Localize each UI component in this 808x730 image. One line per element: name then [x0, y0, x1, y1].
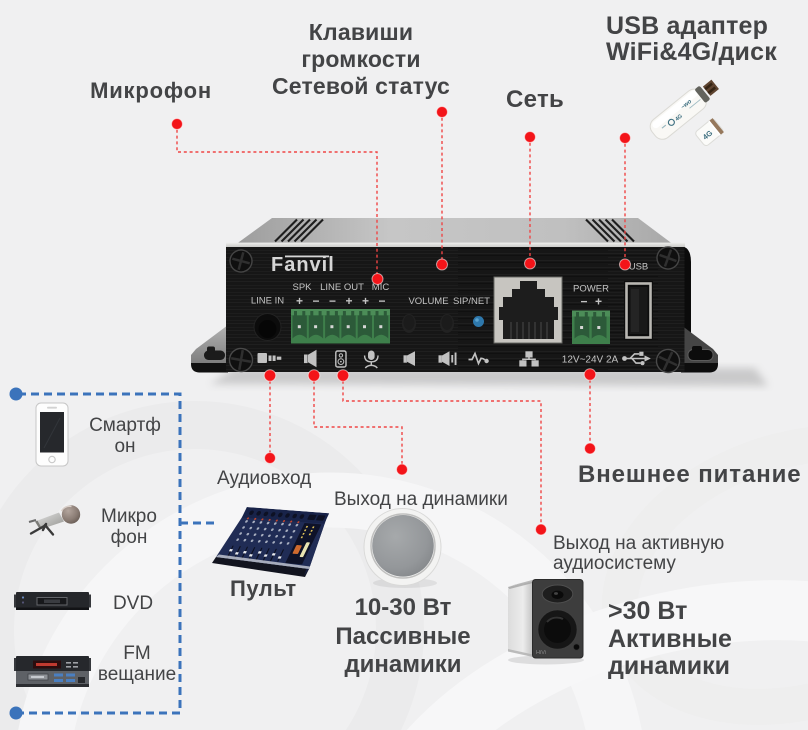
svg-text:SIP/NET: SIP/NET — [453, 296, 490, 307]
svg-text:−: − — [329, 294, 336, 308]
svg-text:VOLUME: VOLUME — [408, 296, 448, 307]
svg-text:Fanvil: Fanvil — [271, 254, 335, 276]
svg-text:LINE IN: LINE IN — [251, 296, 284, 307]
svg-text:−: − — [378, 294, 385, 308]
svg-text:USB: USB — [629, 262, 649, 273]
svg-text:POWER: POWER — [573, 284, 609, 295]
svg-text:−: − — [580, 295, 587, 309]
svg-text:MIC: MIC — [372, 282, 390, 293]
svg-text:12V~24V 2A: 12V~24V 2A — [562, 355, 619, 366]
svg-text:SPK: SPK — [292, 282, 312, 293]
svg-text:+: + — [345, 294, 352, 308]
svg-text:−: − — [312, 294, 319, 308]
svg-text:LINE OUT: LINE OUT — [320, 282, 364, 293]
svg-text:+: + — [595, 295, 602, 309]
svg-text:HiVi: HiVi — [536, 650, 546, 656]
svg-text:+: + — [296, 294, 303, 308]
svg-text:4G: 4G — [674, 113, 683, 122]
svg-text:+: + — [362, 294, 369, 308]
